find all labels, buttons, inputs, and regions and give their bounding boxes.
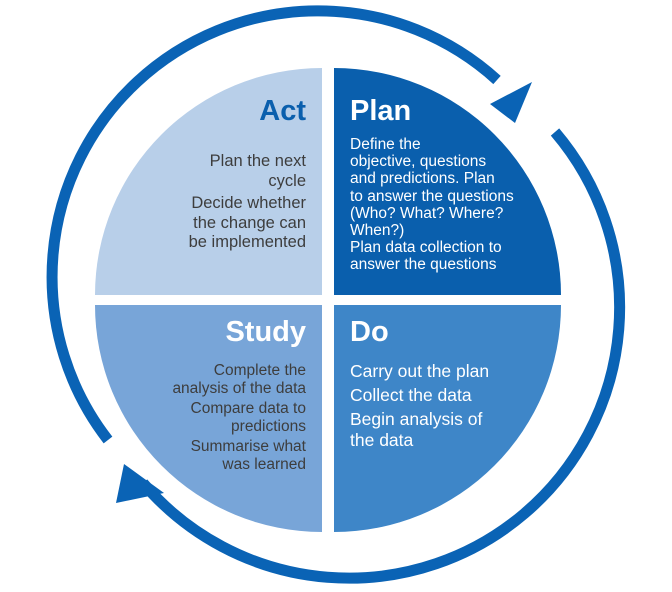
heading-do: Do: [350, 316, 389, 348]
quadrant-act: [95, 68, 322, 295]
plan-line: to answer the questions: [350, 187, 514, 205]
cycle-arc-left: [46, 5, 501, 444]
arrow-head-icon: [116, 464, 164, 503]
act-line: Plan the next: [209, 152, 306, 170]
quadrant-study: [95, 305, 322, 532]
plan-line: answer the questions: [350, 256, 497, 274]
do-line: Carry out the plan: [350, 361, 490, 381]
study-line: Compare data to: [190, 400, 306, 417]
study-line: Summarise what: [190, 438, 306, 455]
act-line: be implemented: [188, 233, 306, 251]
text-act: Plan the next cycle Decide whether the c…: [189, 152, 306, 253]
text-do: Carry out the plan Collect the data Begi…: [350, 361, 489, 451]
act-line: Decide whether: [191, 194, 306, 212]
study-line: analysis of the data: [172, 379, 306, 397]
plan-line: When?): [350, 222, 405, 240]
do-line: the data: [350, 430, 414, 450]
heading-plan: Plan: [350, 95, 412, 127]
cycle-arc-right: [138, 128, 626, 584]
plan-line: and predictions. Plan: [350, 170, 495, 188]
do-line: Begin analysis of: [350, 409, 483, 429]
study-line: predictions: [231, 417, 306, 435]
text-plan: Define the objective, questions and pred…: [350, 136, 514, 274]
heading-study: Study: [225, 316, 306, 348]
act-line: cycle: [268, 171, 306, 190]
plan-line: Plan data collection to: [350, 239, 502, 257]
plan-line: (Who? What? Where?: [350, 204, 504, 222]
arrow-head-icon: [490, 82, 532, 123]
heading-act: Act: [259, 95, 306, 127]
plan-line: Define the: [350, 136, 421, 153]
plan-line: objective, questions: [350, 153, 487, 171]
act-line: the change can: [193, 213, 306, 232]
do-line: Collect the data: [350, 385, 472, 405]
study-line: Complete the: [213, 362, 306, 379]
quadrant-do: [334, 305, 561, 532]
study-line: was learned: [222, 455, 306, 473]
text-study: Complete the analysis of the data Compar…: [172, 362, 306, 473]
quadrant-plan: [334, 68, 561, 295]
